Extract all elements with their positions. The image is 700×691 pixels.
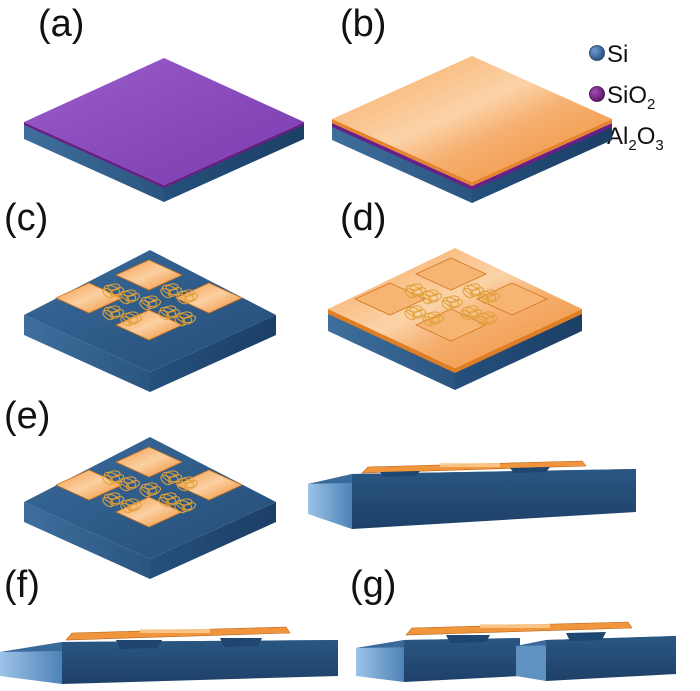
panel-label-g: (g) <box>350 564 396 606</box>
slab-g-right-front-face <box>546 636 676 681</box>
panel-label-e: (e) <box>4 395 50 437</box>
panel-label-b: (b) <box>340 3 386 45</box>
slab-g <box>356 621 676 682</box>
legend-label-si: Si <box>607 41 628 68</box>
wafer-a <box>24 58 304 202</box>
slab-g-support-right <box>566 632 606 641</box>
legend-dot-si <box>589 45 605 61</box>
wafer-e-right-side <box>150 502 276 579</box>
legend-label-sio2: SiO2 <box>607 82 655 113</box>
slab-f <box>0 626 338 684</box>
slab-f-membrane-glow <box>140 629 210 633</box>
slab-e-support-right <box>510 467 550 473</box>
slab-f-membrane <box>65 626 291 641</box>
wafer-c-right-side <box>150 315 276 392</box>
wafer-a-sio2-top <box>24 58 304 185</box>
panel-label-c: (c) <box>4 197 48 239</box>
slab-e-front-face <box>352 469 636 529</box>
wafer-a-left-side <box>24 124 164 202</box>
wafer-d-left-side <box>328 313 455 390</box>
panel-label-f: (f) <box>4 564 40 606</box>
slab-g-membrane <box>405 621 633 636</box>
slab-f-support-left <box>116 640 162 649</box>
legend-label-al2o3: Al2O3 <box>607 123 664 154</box>
wafer-c-pad-top <box>115 259 183 291</box>
wafer-b-al2o3-top <box>332 56 612 182</box>
wafer-b-left-side <box>332 126 472 203</box>
slab-g-support-left <box>446 635 490 643</box>
slab-g-right-end-face <box>516 640 546 681</box>
legend-dot-sio2 <box>589 86 605 102</box>
slab-e-end-face <box>308 474 352 529</box>
panel-label-d: (d) <box>340 197 386 239</box>
wafer-a-right-side <box>164 124 304 202</box>
slab-f-support-right <box>220 638 262 647</box>
wafer-e-left-side <box>24 502 150 579</box>
slab-e-support-left <box>380 471 420 477</box>
panel-label-a: (a) <box>38 3 84 45</box>
wafer-d-pad-top <box>414 257 488 291</box>
slab-g-left-front-face <box>404 638 520 682</box>
wafer-d-right-side <box>455 313 582 390</box>
wafer-d <box>328 248 582 390</box>
slab-e-membrane-glow <box>440 463 500 467</box>
slab-e-side-view <box>308 460 636 529</box>
slab-f-front-face <box>62 640 338 684</box>
slab-f-end-face <box>0 642 62 684</box>
wafer-c-left-side <box>24 315 150 392</box>
wafer-b-right-side <box>472 126 612 203</box>
wafer-e-pad-top <box>115 446 183 478</box>
slab-g-left-end-face <box>356 640 404 682</box>
slab-g-membrane-glow <box>480 624 550 628</box>
wafer-b <box>332 56 612 203</box>
wafer-c <box>24 250 276 392</box>
wafer-e <box>24 437 276 579</box>
